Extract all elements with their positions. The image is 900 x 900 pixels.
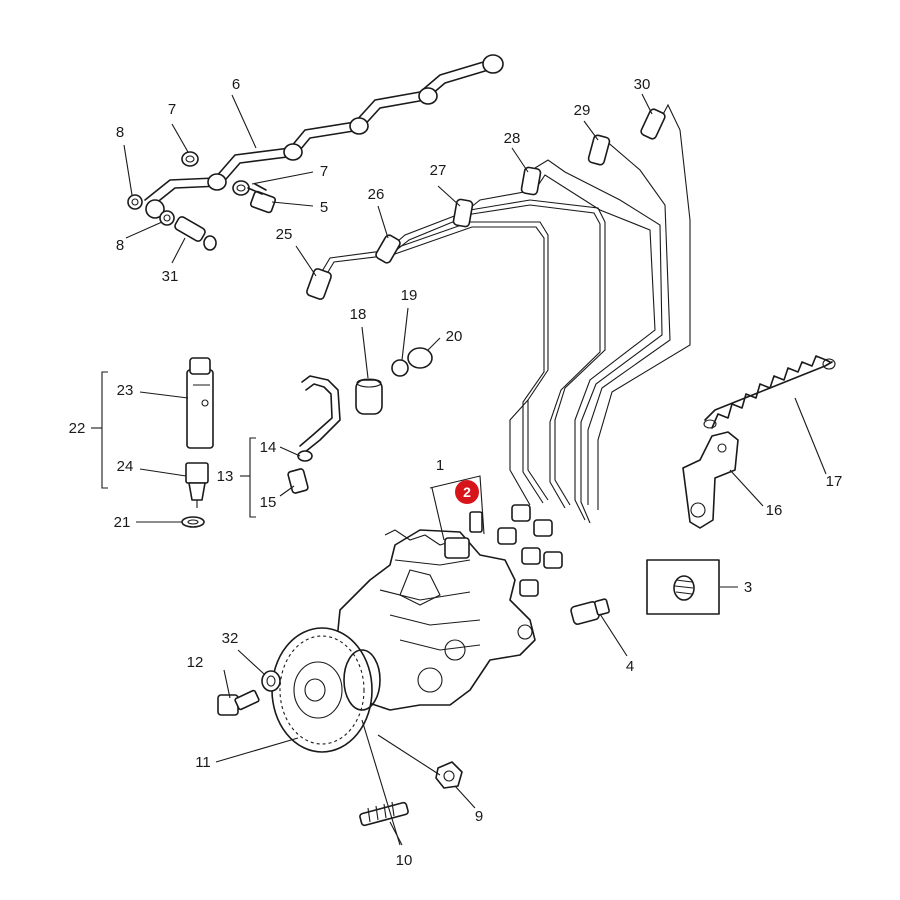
return-line-6[interactable] (144, 54, 504, 219)
washer-8-upper[interactable] (127, 194, 143, 210)
plug-19[interactable] (391, 359, 409, 377)
bracket-22 (101, 371, 108, 489)
bolt-12[interactable] (217, 689, 260, 716)
callout-19: 19 (401, 287, 418, 304)
pipe-nut-29[interactable] (587, 134, 611, 166)
pipe-nut-28[interactable] (520, 166, 542, 196)
fitting-15[interactable] (287, 468, 309, 494)
callout-23: 23 (117, 382, 134, 399)
washer-8-lower[interactable] (159, 210, 175, 226)
leader-lines (91, 93, 827, 846)
callout-12: 12 (187, 654, 204, 671)
injection-pipes[interactable] (317, 103, 691, 524)
washer-7-upper[interactable] (181, 151, 199, 167)
callout-9: 9 (475, 808, 483, 825)
delivery-valve-holders[interactable] (497, 504, 563, 597)
callout-29: 29 (574, 102, 591, 119)
pipe-nut-25[interactable] (306, 268, 332, 300)
sleeve-18[interactable] (355, 379, 383, 415)
spring-17[interactable] (703, 355, 836, 429)
callout-20: 20 (446, 328, 463, 345)
callout-14: 14 (260, 439, 277, 456)
callout-25: 25 (276, 226, 293, 243)
nut-9[interactable] (435, 761, 463, 789)
stud-10[interactable] (359, 801, 409, 827)
callout-4: 4 (626, 658, 634, 675)
callout-13: 13 (217, 468, 234, 485)
drive-gear-11[interactable] (271, 627, 381, 753)
pipe-nut-27[interactable] (452, 198, 474, 228)
callout-16: 16 (766, 502, 783, 519)
bracket-13 (249, 437, 256, 518)
callout-24: 24 (117, 458, 134, 475)
injection-pump-body-1[interactable] (334, 529, 536, 711)
callout-labels: 1 3 4 5 6 7 7 8 8 9 10 11 12 13 14 15 16… (69, 76, 843, 869)
nozzle-24[interactable] (185, 462, 209, 508)
callout-11: 11 (195, 754, 211, 771)
callout-32: 32 (222, 630, 239, 647)
callout-3: 3 (744, 579, 752, 596)
callout-6: 6 (232, 76, 240, 93)
box-3[interactable] (646, 559, 720, 615)
washer-7-lower[interactable] (232, 180, 250, 196)
callout-5: 5 (320, 199, 328, 216)
banjo-bolt-5[interactable] (247, 183, 277, 214)
callout-10: 10 (396, 852, 413, 869)
callout-22: 22 (69, 420, 86, 437)
insert-3[interactable] (673, 575, 695, 601)
washer-32[interactable] (261, 670, 281, 692)
pipe-nut-30[interactable] (640, 108, 666, 140)
injector-holder-23[interactable] (186, 357, 214, 449)
washer-21[interactable] (181, 516, 205, 528)
plug-20[interactable] (407, 347, 433, 369)
callout-2[interactable]: 2 (463, 484, 471, 500)
callout-26: 26 (368, 186, 385, 203)
callout-8-lower: 8 (116, 237, 124, 254)
callout-30: 30 (634, 76, 651, 93)
callout-8-upper: 8 (116, 124, 124, 141)
sensor-4[interactable] (570, 598, 610, 625)
callout-17: 17 (826, 473, 843, 490)
fitting-2[interactable] (469, 511, 483, 533)
callout-15: 15 (260, 494, 277, 511)
callout-31: 31 (162, 268, 179, 285)
bracket-16[interactable] (682, 431, 739, 529)
callout-28: 28 (504, 130, 521, 147)
callout-18: 18 (350, 306, 367, 323)
highlight-marker[interactable] (455, 480, 479, 504)
callout-27: 27 (430, 162, 447, 179)
leakoff-hose-13[interactable] (299, 375, 341, 453)
pipe-nut-26[interactable] (375, 234, 402, 265)
callout-7-upper: 7 (168, 101, 176, 118)
callout-1: 1 (436, 457, 444, 474)
fitting-31[interactable] (174, 215, 217, 251)
callout-21: 21 (114, 514, 131, 531)
clip-14[interactable] (297, 450, 313, 462)
callout-7-lower: 7 (320, 163, 328, 180)
